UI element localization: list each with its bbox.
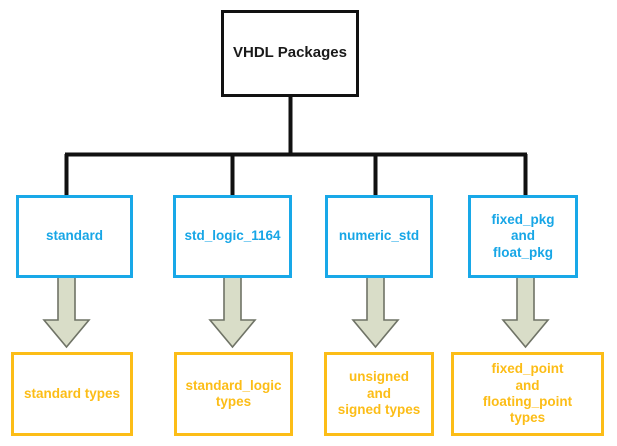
type-node-label: standard_logic types [185,377,282,409]
package-node-label: fixed_pkg and float_pkg [491,211,555,260]
type-node-unsigned-signed-types[interactable]: unsigned and signed types [324,352,434,436]
package-node-fixed-float-pkg[interactable]: fixed_pkg and float_pkg [468,195,578,278]
type-node-fixed-floating-point-types[interactable]: fixed_point and floating_point types [451,352,604,436]
type-node-label: unsigned and signed types [337,369,421,418]
package-node-numeric-std[interactable]: numeric_std [325,195,433,278]
block-arrow-3 [351,275,400,349]
root-node-label: VHDL Packages [233,44,347,62]
block-arrow-1 [42,275,91,349]
package-node-std-logic-1164[interactable]: std_logic_1164 [173,195,292,278]
type-node-standard-logic-types[interactable]: standard_logic types [174,352,293,436]
package-node-label: standard [45,228,103,244]
package-node-standard[interactable]: standard [16,195,133,278]
block-arrow-4 [501,275,550,349]
package-node-label: std_logic_1164 [184,228,281,244]
type-node-label: fixed_point and floating_point types [482,361,573,426]
type-node-label: standard types [23,385,121,401]
type-node-standard-types[interactable]: standard types [11,352,133,436]
block-arrow-2 [208,275,257,349]
root-node-vhdl-packages[interactable]: VHDL Packages [221,10,359,97]
package-node-label: numeric_std [338,228,420,244]
